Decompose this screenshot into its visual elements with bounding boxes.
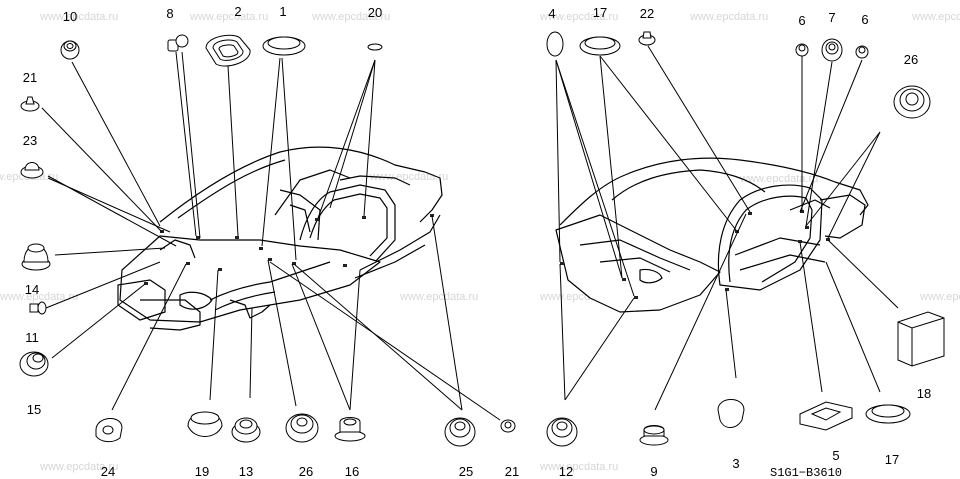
mounting-holes-right (560, 210, 830, 299)
part-5-grommet[interactable] (799, 401, 853, 431)
callout-9: 9 (650, 464, 657, 479)
part-25-grommet[interactable] (444, 417, 476, 447)
part-3-plug[interactable] (717, 399, 745, 428)
callout-7: 7 (828, 10, 835, 25)
watermark: www.epcdata.ru (689, 11, 768, 23)
callout-24: 24 (101, 464, 115, 479)
watermarks: www.epcdata.ru www.epcdata.ru www.epcdat… (0, 11, 960, 473)
watermark: www.epcdata.ru (739, 173, 818, 185)
part-17-grommet[interactable] (865, 404, 911, 424)
callout-1: 1 (279, 4, 286, 19)
watermark: www.epcdata.ru (39, 11, 118, 23)
callout-3: 3 (732, 456, 739, 471)
part-2-grommet[interactable] (205, 34, 251, 67)
watermark: www.epcdata.ru (919, 291, 960, 303)
callout-15: 15 (27, 402, 41, 417)
diagram-code: S1G1−B3610 (770, 466, 842, 479)
part-21-clip[interactable] (500, 419, 516, 433)
leader-lines (41, 45, 899, 421)
part-10-grommet[interactable] (60, 40, 80, 60)
callout-26: 26 (299, 464, 313, 479)
callout-13: 13 (239, 464, 253, 479)
part-11-clip[interactable] (29, 301, 47, 315)
callout-17: 17 (885, 452, 899, 467)
part-12-grommet[interactable] (546, 417, 578, 447)
part-13-grommet[interactable] (231, 417, 261, 443)
callout-12: 12 (559, 464, 573, 479)
watermark: www.epcdata.ru (399, 291, 478, 303)
callout-2: 2 (234, 4, 241, 19)
watermark: www.epcdata.ru (0, 291, 78, 303)
part-26-grommet[interactable] (893, 85, 931, 119)
watermark: www.epcdata.ru (39, 461, 118, 473)
callout-5: 5 (832, 448, 839, 463)
part-20-plug[interactable] (367, 43, 383, 51)
part-26-grommet[interactable] (285, 413, 319, 443)
part-6-clip[interactable] (855, 45, 869, 59)
callout-19: 19 (195, 464, 209, 479)
part-9-grommet[interactable] (639, 425, 669, 446)
part-21-clip[interactable] (20, 96, 40, 112)
part-24-grommet[interactable] (95, 418, 123, 443)
callout-10: 10 (63, 9, 77, 24)
watermark: www.epcdata.ru (189, 11, 268, 23)
part-14-grommet[interactable] (21, 243, 51, 271)
part-8-plug[interactable] (167, 34, 189, 52)
callout-23: 23 (23, 133, 37, 148)
callout-16: 16 (345, 464, 359, 479)
callout-25: 25 (459, 464, 473, 479)
part-4-plug[interactable] (546, 31, 564, 57)
callout-17: 17 (593, 5, 607, 20)
watermark: www.epcdata.ru (539, 11, 618, 23)
callout-21: 21 (505, 464, 519, 479)
watermark: www.epcdata.ru (539, 461, 618, 473)
callout-8: 8 (166, 6, 173, 21)
part-15-grommet[interactable] (19, 351, 49, 377)
callout-22: 22 (640, 6, 654, 21)
part-1-grommet[interactable] (262, 36, 306, 56)
callout-20: 20 (368, 5, 382, 20)
parts (19, 31, 945, 447)
watermark: www.epcdata.ru (911, 11, 960, 23)
part-22-clip[interactable] (638, 31, 656, 46)
part-7-grommet[interactable] (821, 38, 843, 62)
part-18-pad[interactable] (897, 311, 945, 367)
mounting-holes (144, 214, 434, 285)
callout-14: 14 (25, 282, 39, 297)
part-23-grommet[interactable] (20, 162, 44, 179)
callout-18: 18 (917, 386, 931, 401)
callout-21: 21 (23, 70, 37, 85)
callout-numbers: 10 8 2 1 20 21 23 14 11 15 24 19 13 26 1… (23, 4, 931, 479)
part-19-plug[interactable] (187, 411, 223, 437)
part-16-grommet[interactable] (334, 417, 366, 442)
part-6-clip[interactable] (795, 43, 809, 57)
callout-6: 6 (861, 12, 868, 27)
part-17-grommet[interactable] (579, 36, 621, 56)
callout-26: 26 (904, 52, 918, 67)
watermark: www.epcdata.ru (311, 11, 390, 23)
right-car-body (555, 157, 869, 313)
callout-4: 4 (548, 6, 555, 21)
callout-6: 6 (798, 13, 805, 28)
callout-11: 11 (25, 330, 39, 345)
